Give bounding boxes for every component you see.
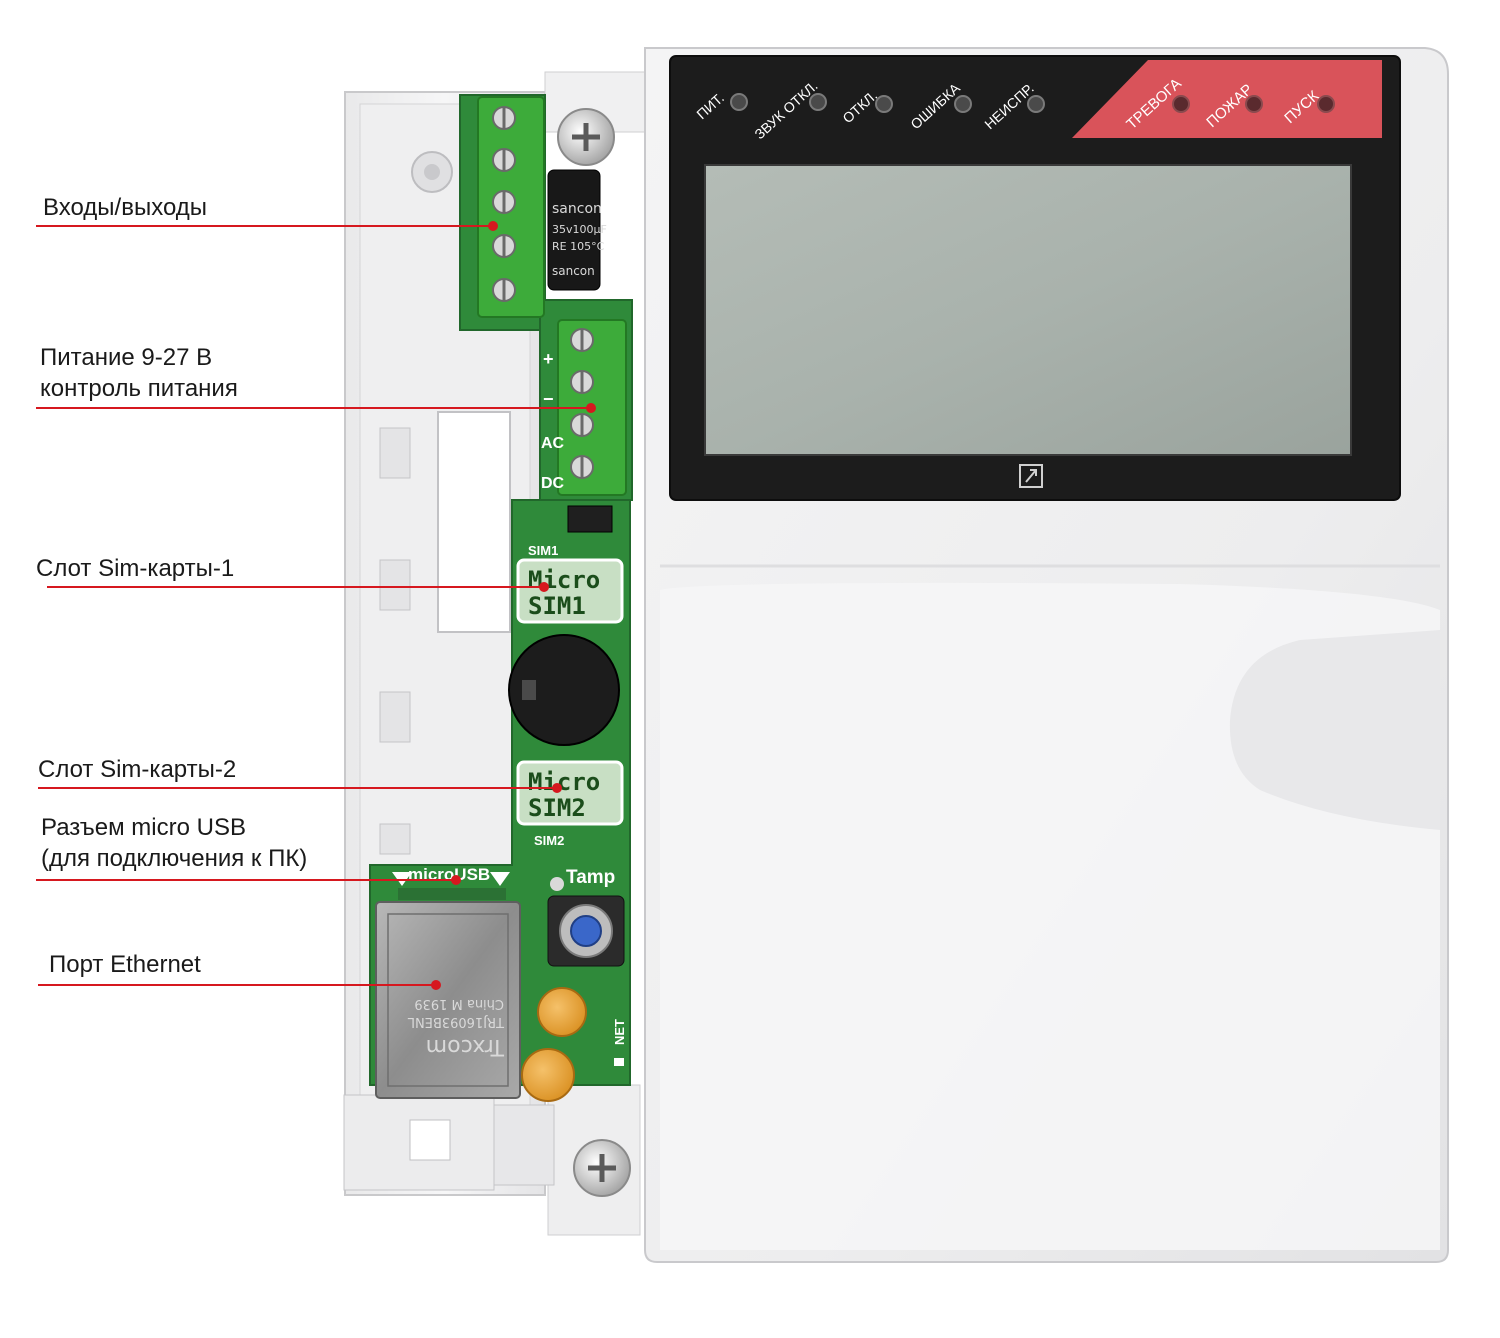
rj45-origin: China M 1939	[414, 996, 504, 1011]
callout-power-line-2: контроль питания	[40, 375, 238, 402]
sim1-slot-line2: SIM1	[528, 592, 586, 620]
tamper-silk-label: Tamp	[566, 867, 615, 888]
rj45-model: TRJ16093BENL	[407, 1014, 505, 1029]
callout-dot-sim2	[552, 783, 562, 793]
callout-label-ethernet: Порт Ethernet	[49, 949, 201, 980]
lcd-screen	[704, 164, 1352, 488]
callout-dot-ethernet	[431, 980, 441, 990]
top-screw	[557, 108, 615, 166]
power-minus-mark: −	[543, 389, 554, 409]
callout-io-line-1: Входы/выходы	[43, 194, 208, 221]
net-silk-label: NET	[612, 1019, 627, 1045]
power-ac-mark: AC	[541, 435, 565, 452]
bottom-screw	[573, 1139, 631, 1197]
callout-label-sim1: Слот Sim-карты-1	[36, 553, 234, 584]
callout-dot-io	[488, 221, 498, 231]
small-capacitors	[521, 987, 587, 1102]
ethernet-port: Trxcom TRJ16093BENL China M 1939	[375, 901, 521, 1099]
sim1-silk-label: SIM1	[528, 543, 558, 558]
capacitor-rating: 35v100µF	[552, 223, 607, 236]
sim2-slot: Micro SIM2 SIM2	[516, 760, 624, 848]
callout-lines	[36, 221, 596, 990]
capacitor-brand: sancon	[552, 201, 602, 217]
callout-usb-line-2: (для подключения к ПК)	[41, 845, 308, 872]
callout-label-io: Входы/выходы	[43, 192, 207, 223]
io-terminal-block	[477, 96, 545, 318]
callout-sim1-line-1: Слот Sim-карты-1	[36, 555, 235, 582]
capacitor: sancon 35v100µF RE 105°C sancon	[547, 169, 607, 291]
net-led: NET	[612, 1019, 627, 1066]
buzzer	[508, 634, 620, 746]
callout-label-power: Питание 9-27 В контроль питания	[40, 342, 238, 404]
callout-dot-sim1	[539, 582, 549, 592]
sim2-silk-label: SIM2	[534, 833, 564, 848]
callout-label-usb: Разъем micro USB (для подключения к ПК)	[41, 812, 307, 874]
capacitor-temp: RE 105°C	[552, 240, 605, 253]
callout-usb-line-1: Разъем micro USB	[41, 814, 246, 841]
capacitor-brand-2: sancon	[552, 264, 595, 278]
tamper-switch: Tamp	[547, 867, 625, 967]
callout-dot-power	[586, 403, 596, 413]
sim2-slot-line2: SIM2	[528, 794, 586, 822]
sim2-slot-line1: Micro	[528, 768, 600, 796]
power-dc-mark: DC	[541, 475, 565, 492]
callout-label-sim2: Слот Sim-карты-2	[38, 754, 236, 785]
callout-power-line-1: Питание 9-27 В	[40, 344, 213, 371]
rj45-brand: Trxcom	[426, 1034, 505, 1059]
callout-sim2-line-1: Слот Sim-карты-2	[38, 756, 237, 783]
micro-usb-silk-label: microUSB	[408, 865, 490, 884]
sim1-slot: SIM1 Micro SIM1	[516, 543, 624, 624]
sim1-slot-line1: Micro	[528, 566, 600, 594]
callout-ethernet-line-1: Порт Ethernet	[49, 951, 201, 978]
micro-usb-port: microUSB	[392, 865, 510, 900]
power-plus-mark: +	[543, 349, 554, 369]
callout-dot-usb	[451, 875, 461, 885]
jumper	[567, 505, 613, 533]
